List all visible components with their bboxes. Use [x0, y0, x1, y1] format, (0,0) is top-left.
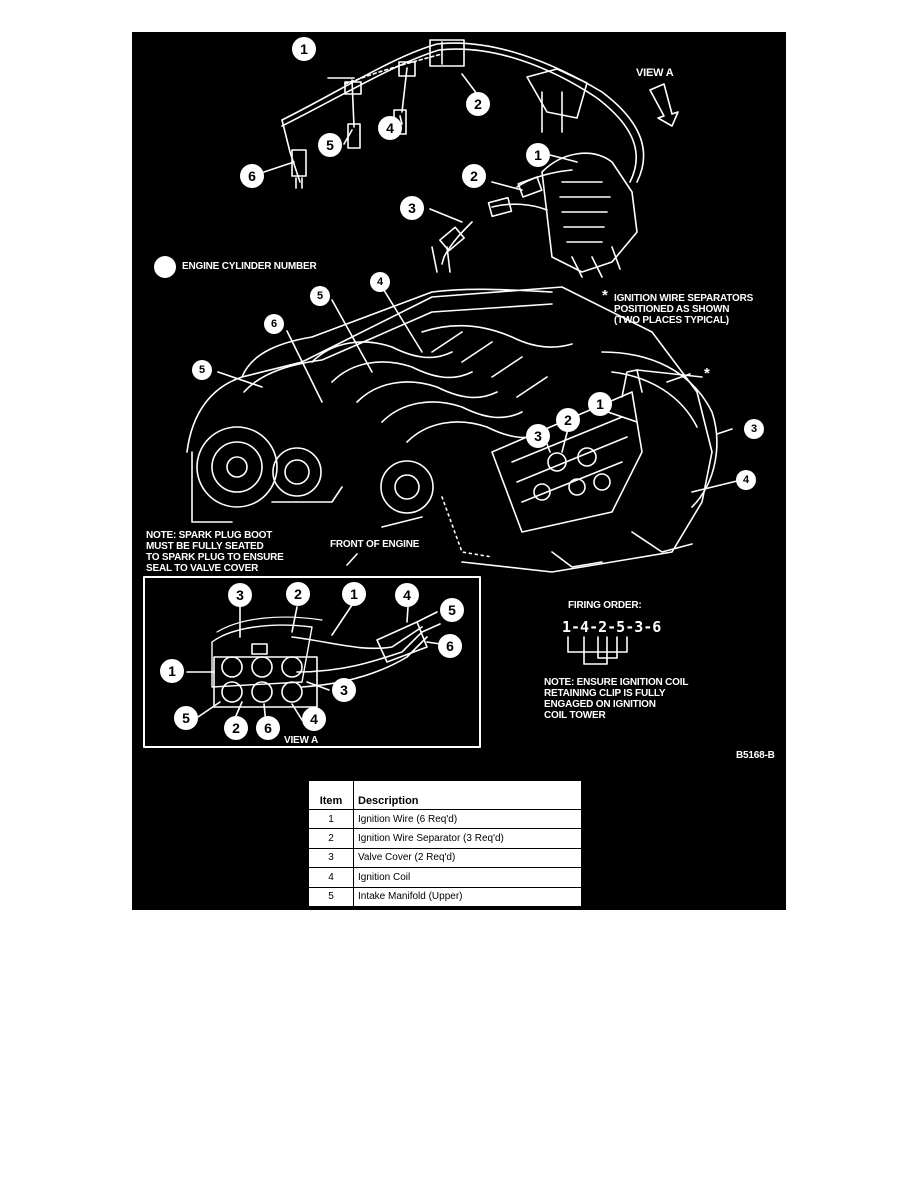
cylinder-number-legend-marker — [154, 256, 176, 278]
callout-intake-manifold: 5 — [192, 360, 212, 380]
firing-order-title: FIRING ORDER: — [568, 600, 642, 611]
callout-ignition-coil: 4 — [736, 470, 756, 490]
table-cell-item: 2 — [308, 828, 354, 849]
callout-top-plug-5: 5 — [318, 133, 342, 157]
callout-cylinder-6: 6 — [264, 314, 284, 334]
asterisk-marker-note: * — [602, 287, 608, 304]
callout-coil-boot-3: 3 — [400, 196, 424, 220]
table-cell-item: 3 — [308, 847, 354, 869]
callout-inset-3: 3 — [228, 583, 252, 607]
callout-cylinder-4: 4 — [370, 272, 390, 292]
callout-separator-2: 2 — [556, 408, 580, 432]
table-header-row: Item Description — [308, 780, 582, 810]
table-header-description: Description — [353, 780, 582, 810]
table-cell-description: Valve Cover (2 Req'd) — [353, 847, 582, 869]
view-a-label-top: VIEW A — [636, 67, 674, 79]
callout-inset-4-bottom: 4 — [302, 707, 326, 731]
callout-top-separator: 2 — [466, 92, 490, 116]
callout-inset-5-left: 5 — [174, 706, 198, 730]
callout-top-plug-6: 6 — [240, 164, 264, 188]
callout-top-plug-4: 4 — [378, 116, 402, 140]
engine-illustration — [143, 39, 738, 748]
callout-inset-3-right: 3 — [332, 678, 356, 702]
separators-note: IGNITION WIRE SEPARATORS POSITIONED AS S… — [614, 293, 754, 326]
table-cell-description: Ignition Wire (6 Req'd) — [353, 808, 582, 830]
cylinder-number-legend-text: ENGINE CYLINDER NUMBER — [182, 261, 317, 272]
table-cell-item: 1 — [308, 808, 354, 830]
table-cell-item: 5 — [308, 886, 354, 908]
callout-inset-4: 4 — [395, 583, 419, 607]
table-row: 5 Intake Manifold (Upper) — [308, 886, 582, 908]
asterisk-marker-engine: * — [704, 365, 710, 382]
callout-cylinder-1: 1 — [588, 392, 612, 416]
callout-inset-2: 2 — [286, 582, 310, 606]
table-cell-description: Intake Manifold (Upper) — [353, 886, 582, 908]
table-cell-description: Ignition Coil — [353, 867, 582, 888]
table-row: 3 Valve Cover (2 Req'd) — [308, 847, 582, 869]
figure-code: B5168-B — [736, 750, 775, 761]
table-header-item: Item — [308, 780, 354, 810]
front-of-engine-label: FRONT OF ENGINE — [330, 539, 420, 550]
view-a-label-inset: VIEW A — [284, 735, 318, 746]
ignition-coil-note: NOTE: ENSURE IGNITION COIL RETAINING CLI… — [544, 677, 689, 721]
callout-valve-cover: 3 — [744, 419, 764, 439]
callout-inset-1-left: 1 — [160, 659, 184, 683]
table-row: 1 Ignition Wire (6 Req'd) — [308, 808, 582, 830]
callout-inset-6-bottom: 6 — [256, 716, 280, 740]
callout-top-wire: 1 — [292, 37, 316, 61]
callout-inset-1: 1 — [342, 582, 366, 606]
firing-order-sequence: 1-4-2-5-3-6 — [562, 618, 662, 636]
callout-cylinder-3: 3 — [526, 424, 550, 448]
callout-inset-2-bottom: 2 — [224, 716, 248, 740]
spark-plug-boot-note: NOTE: SPARK PLUG BOOT MUST BE FULLY SEAT… — [146, 530, 284, 574]
ignition-wiring-diagram: VIEW A ENGINE CYLINDER NUMBER * IGNITION… — [132, 32, 786, 910]
callout-coil-boot-1: 1 — [526, 143, 550, 167]
parts-table: Item Description 1 Ignition Wire (6 Req'… — [308, 780, 582, 908]
table-row: 2 Ignition Wire Separator (3 Req'd) — [308, 828, 582, 849]
callout-inset-6-right: 6 — [438, 634, 462, 658]
table-cell-description: Ignition Wire Separator (3 Req'd) — [353, 828, 582, 849]
table-row: 4 Ignition Coil — [308, 867, 582, 888]
callout-inset-5-right: 5 — [440, 598, 464, 622]
callout-cylinder-5: 5 — [310, 286, 330, 306]
table-cell-item: 4 — [308, 867, 354, 888]
callout-coil-boot-2: 2 — [462, 164, 486, 188]
